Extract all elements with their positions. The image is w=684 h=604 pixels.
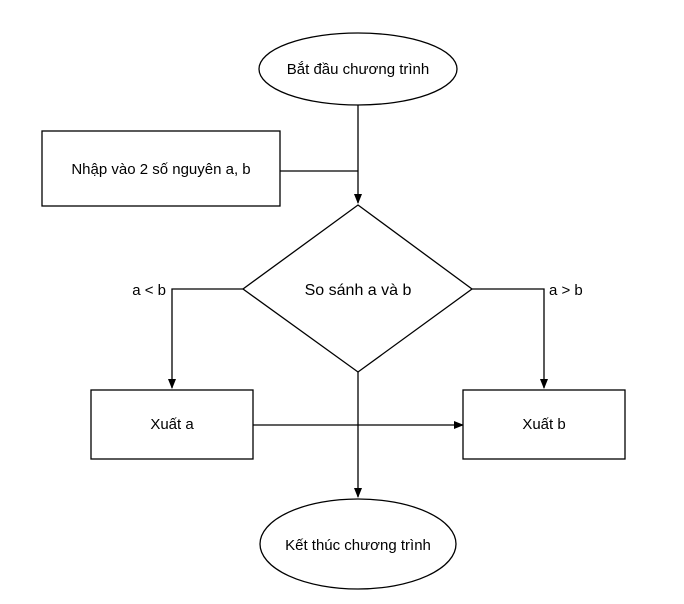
edge-decision-to-output-b xyxy=(472,288,548,389)
end-label: Kết thúc chương trình xyxy=(285,537,431,554)
edge-label-a-less-b: a < b xyxy=(132,282,166,299)
input-label: Nhập vào 2 số nguyên a, b xyxy=(71,161,250,178)
edge-label-a-greater-b: a > b xyxy=(549,282,583,299)
output-a-rect xyxy=(90,389,254,460)
end-ellipse xyxy=(259,498,457,590)
output-a-label: Xuất a xyxy=(150,416,194,433)
decision-diamond xyxy=(241,204,474,373)
end-node: Kết thúc chương trình xyxy=(259,498,457,590)
start-label: Bắt đầu chương trình xyxy=(287,61,429,78)
output-b-rect xyxy=(462,389,626,460)
output-b-node: Xuất b xyxy=(462,389,626,460)
input-node: Nhập vào 2 số nguyên a, b xyxy=(41,130,281,207)
output-b-label: Xuất b xyxy=(522,416,565,433)
start-node: Bắt đầu chương trình xyxy=(258,32,458,106)
edge-decision-to-output-a xyxy=(168,288,243,389)
decision-node: So sánh a và b xyxy=(241,204,474,373)
output-a-node: Xuất a xyxy=(90,389,254,460)
input-rect xyxy=(41,130,281,207)
start-ellipse xyxy=(258,32,458,106)
decision-label: So sánh a và b xyxy=(305,282,412,299)
